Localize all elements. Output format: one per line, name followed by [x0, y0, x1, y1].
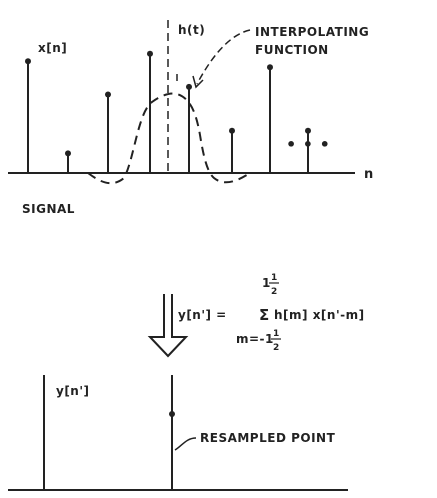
interp-label-arrowhead — [192, 75, 204, 89]
resampled-point-label: RESAMPLED POINT — [200, 431, 336, 445]
upper-limit-frac-den: 2 — [271, 287, 278, 297]
sample-point — [305, 127, 311, 134]
sample-point — [25, 58, 31, 65]
sample-point — [147, 50, 153, 57]
upper-limit-frac-num: 1 — [271, 273, 278, 283]
lower-limit-frac-den: 2 — [273, 343, 280, 353]
sample-point — [267, 64, 273, 71]
sample-point — [186, 83, 192, 90]
output-label: y[n'] — [56, 384, 90, 398]
down-arrow-icon — [147, 294, 189, 358]
resampling-step: 1 1 2 y[n'] = Σ h[m] x[n'-m] m=-1 1 2 — [147, 273, 365, 358]
output-panel: y[n'] RESAMPLED POINT — [8, 375, 348, 491]
formula-lhs: y[n'] = — [178, 308, 227, 322]
interpolating-function-label-line2: FUNCTION — [255, 43, 329, 57]
signal-caption: SIGNAL — [22, 202, 75, 216]
resampled-point-leader — [174, 437, 197, 451]
sample-point — [229, 127, 235, 134]
resampling-formula: 1 1 2 y[n'] = Σ h[m] x[n'-m] m=-1 1 2 — [178, 273, 365, 353]
interpolating-function-label-line1: INTERPOLATING — [255, 25, 369, 39]
time-axis-label: n — [364, 167, 374, 182]
signal-panel: n x[n] h(t) INTERPOLATING FUNCTION • • •… — [8, 20, 374, 216]
upper-limit-whole: 1 — [262, 276, 271, 290]
continuation-dots: • • • — [286, 135, 330, 154]
resampled-point — [169, 411, 175, 417]
sample-point — [105, 91, 111, 98]
signal-label: x[n] — [38, 41, 67, 55]
summation-sign: Σ — [259, 306, 270, 324]
formula-rhs: h[m] x[n'-m] — [274, 308, 365, 322]
interp-label-leader — [196, 29, 251, 85]
interpolating-function-curve — [87, 92, 251, 185]
lower-limit-frac-num: 1 — [273, 329, 280, 339]
kernel-label: h(t) — [178, 23, 205, 37]
sample-point — [65, 150, 71, 157]
lower-limit-prefix: m=-1 — [236, 332, 274, 346]
signal-samples — [25, 50, 311, 173]
